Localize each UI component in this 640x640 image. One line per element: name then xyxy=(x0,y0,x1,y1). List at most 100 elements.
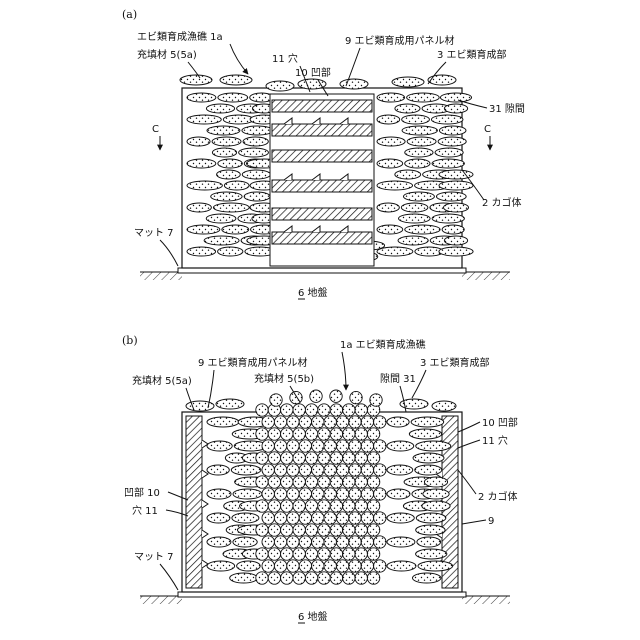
pebble xyxy=(293,428,305,440)
pebble xyxy=(361,416,373,428)
pebble xyxy=(281,548,293,560)
pebble xyxy=(256,524,268,536)
fill-stone xyxy=(243,137,268,146)
panel-a-zone-label: 3 エビ類育成部 xyxy=(437,48,507,61)
fill-stone xyxy=(395,104,420,113)
pebble xyxy=(305,572,317,584)
pebble xyxy=(349,416,361,428)
fill-stone xyxy=(206,104,234,113)
pebble xyxy=(330,390,342,402)
fill-stone xyxy=(422,501,450,511)
pebble xyxy=(268,476,280,488)
pebble xyxy=(355,572,367,584)
panel-a-reef-label: エビ類育成漁礁 1a xyxy=(137,30,223,43)
pebble xyxy=(274,464,286,476)
panel-b-reef-label: 1a エビ類育成漁礁 xyxy=(340,338,426,351)
fill-stone xyxy=(298,79,326,89)
pebble xyxy=(374,488,386,500)
fill-stone xyxy=(377,137,405,146)
pebble xyxy=(324,488,336,500)
pebble xyxy=(312,512,324,524)
pebble xyxy=(318,476,330,488)
fill-stone xyxy=(187,137,210,146)
fill-stone xyxy=(416,525,445,535)
pebble xyxy=(324,464,336,476)
pebble xyxy=(274,488,286,500)
fill-stone xyxy=(211,192,242,201)
pebble xyxy=(330,500,342,512)
pebble xyxy=(305,500,317,512)
fill-stone xyxy=(187,159,216,168)
pebble xyxy=(374,416,386,428)
fill-stone xyxy=(424,477,447,487)
fill-stone xyxy=(387,465,413,475)
fill-stone xyxy=(207,489,231,499)
rearing-panel xyxy=(272,150,372,162)
pebble xyxy=(367,548,379,560)
panel-b-ground xyxy=(140,592,510,604)
pebble xyxy=(299,560,311,572)
pebble xyxy=(367,500,379,512)
pebble xyxy=(305,524,317,536)
fill-stone xyxy=(187,181,222,190)
pebble xyxy=(287,440,299,452)
pebble xyxy=(343,548,355,560)
panel-a-fill-label: 充填材 5(5a) xyxy=(137,48,197,61)
pebble xyxy=(367,572,379,584)
pebble xyxy=(268,548,280,560)
pebble xyxy=(305,476,317,488)
pebble xyxy=(305,404,317,416)
pebble xyxy=(350,391,362,403)
fill-stone xyxy=(207,465,229,475)
panel-a: (a) エビ類育成漁礁 1a 充填材 5(5a) 11 穴 10 凹部 9 エビ… xyxy=(122,8,525,299)
pebble xyxy=(355,524,367,536)
panel-b: (b) 1a エビ類育成漁礁 9 エビ類育成用パネル材 3 エビ類育成部 充填材… xyxy=(122,334,518,623)
pebble xyxy=(281,572,293,584)
pebble xyxy=(343,452,355,464)
fill-stone xyxy=(242,126,273,135)
fill-stone xyxy=(207,417,239,427)
pebble xyxy=(343,476,355,488)
fill-stone xyxy=(444,236,467,245)
fill-stone xyxy=(217,170,241,179)
fill-stone xyxy=(438,137,466,146)
fill-stone xyxy=(405,159,430,168)
pebble xyxy=(287,512,299,524)
pebble xyxy=(336,464,348,476)
pebble xyxy=(299,488,311,500)
pebble xyxy=(324,416,336,428)
fill-stone xyxy=(218,247,243,256)
pebble xyxy=(330,524,342,536)
pebble xyxy=(355,476,367,488)
pebble xyxy=(305,428,317,440)
fill-stone xyxy=(207,537,231,547)
pebble xyxy=(287,464,299,476)
pebble xyxy=(312,488,324,500)
pebble xyxy=(293,548,305,560)
fill-stone xyxy=(206,214,236,223)
fill-stone xyxy=(377,247,413,256)
pebble xyxy=(324,560,336,572)
fill-stone xyxy=(403,192,434,201)
pebble xyxy=(330,404,342,416)
pebble xyxy=(343,524,355,536)
pebble xyxy=(299,464,311,476)
panel-a-section-left: C xyxy=(152,124,159,135)
pebble xyxy=(287,560,299,572)
pebble xyxy=(343,428,355,440)
fill-stone xyxy=(244,192,270,201)
pebble xyxy=(330,428,342,440)
fill-stone xyxy=(432,159,464,168)
pebble xyxy=(330,548,342,560)
pebble xyxy=(318,428,330,440)
panel-a-panel-label: 9 エビ類育成用パネル材 xyxy=(345,34,455,47)
fill-stone xyxy=(439,126,466,135)
fill-stone xyxy=(218,93,248,102)
pebble xyxy=(367,452,379,464)
pebble xyxy=(318,452,330,464)
fill-stone xyxy=(387,537,415,547)
fill-stone xyxy=(407,93,440,102)
pebble xyxy=(281,404,293,416)
panel-b-ground-label: 6 地盤 xyxy=(298,610,328,623)
pebble xyxy=(268,524,280,536)
